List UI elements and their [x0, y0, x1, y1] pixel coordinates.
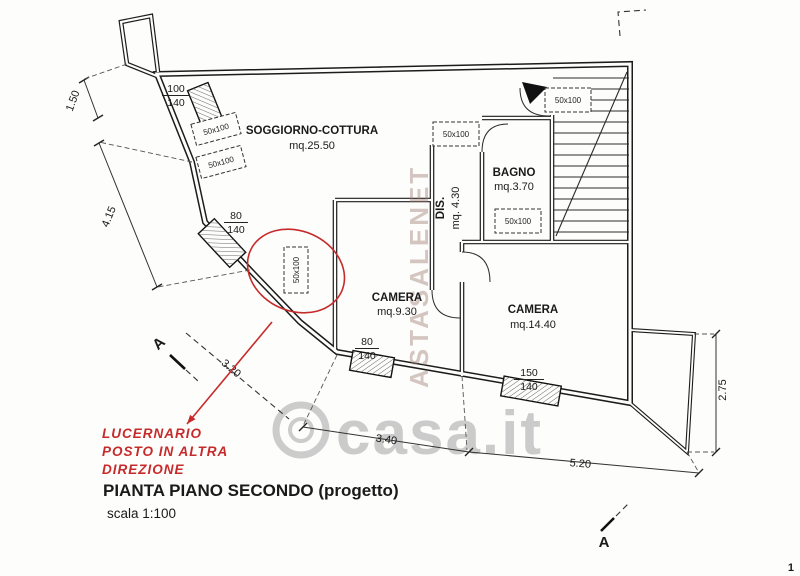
window-block-80x140-left	[197, 217, 247, 269]
window-label-150-140: 150 140	[514, 367, 544, 393]
stairs-diagonal	[555, 71, 628, 237]
dim-label-5-20: 5.20	[569, 457, 591, 471]
section-dashed-line-3-20	[185, 332, 290, 420]
window-height: 140	[520, 381, 538, 393]
dim-label-1-50: 1.50	[64, 89, 83, 113]
room-label-bagno: BAGNO	[493, 167, 536, 179]
top-left-stub-inner	[119, 14, 160, 78]
window-width: 80	[361, 336, 373, 348]
room-label-camera1: CAMERA	[372, 292, 422, 304]
window-label-100-140: 100 140	[162, 83, 190, 109]
red-annotation: LUCERNARIO POSTO IN ALTRA DIREZIONE	[102, 228, 346, 477]
casa-logo-inner-circle-icon	[288, 417, 314, 443]
room-area-dis: mq. 4.30	[450, 187, 462, 230]
casa-logo-circle-icon	[272, 401, 330, 459]
watermark-casa: casa.it	[272, 399, 543, 468]
room-area-soggiorno: mq.25.50	[289, 140, 335, 152]
red-arrow-line	[186, 321, 273, 425]
annotation-line1: LUCERNARIO	[102, 426, 202, 441]
skylight-label: 50x100	[555, 96, 582, 105]
dim-label-2-75: 2.75	[717, 379, 729, 400]
window-block-80x140-bottom	[348, 349, 396, 379]
skylight-bagno: 50x100	[494, 208, 542, 234]
skylight-soggiorno-2: 50x100	[195, 144, 247, 180]
exterior-wall-inner	[154, 62, 632, 405]
room-label-dis: DIS.	[435, 197, 447, 219]
room-area-bagno: mq.3.70	[494, 181, 534, 193]
entrance-arrow-icon	[522, 82, 547, 104]
skylight-soggiorno-1: 50x100	[190, 111, 242, 147]
skylight-label: 50x100	[292, 256, 301, 283]
window-block-150x140	[499, 375, 563, 407]
skylight-stairs: 50x100	[544, 87, 592, 113]
red-circle-around-skylight	[246, 228, 346, 314]
window-width: 100	[167, 83, 185, 95]
dimension-ticks	[78, 76, 721, 478]
dim-label-4-15: 4.15	[100, 205, 119, 229]
section-letter-a2: A	[599, 534, 610, 551]
skylight-dis: 50x100	[432, 121, 480, 147]
dimension-lines	[83, 79, 717, 474]
terrace-outline	[629, 328, 697, 457]
extension-lines	[83, 63, 714, 472]
window-label-80-140-bottom: 80 140	[355, 336, 379, 362]
room-label-camera2: CAMERA	[508, 304, 558, 316]
room-area-camera2: mq.14.40	[510, 319, 556, 331]
window-height: 140	[358, 350, 376, 362]
window-height: 140	[167, 97, 185, 109]
interior-walls-inner	[333, 115, 630, 376]
terrace-outline-inner	[629, 329, 695, 454]
section-marker-a-left: A	[149, 334, 199, 382]
annotation-line3: DIREZIONE	[102, 462, 185, 477]
plan-scale: scala 1:100	[107, 506, 176, 521]
section-letter-a1: A	[149, 334, 169, 354]
section-marker-a-bottom: A	[599, 502, 630, 551]
window-label-80-140-left: 80 140	[224, 210, 248, 236]
window-width: 150	[520, 367, 538, 379]
skylight-label: 50x100	[505, 217, 532, 226]
dim-label-3-40: 3.40	[375, 433, 398, 448]
skylight-circled: 50x100	[283, 246, 309, 294]
page-number: 1	[788, 562, 794, 574]
watermark-casa-text: casa.it	[336, 399, 543, 468]
door-arcs	[431, 87, 550, 319]
room-label-soggiorno: SOGGIORNO-COTTURA	[246, 125, 378, 137]
annotation-line2: POSTO IN ALTRA	[102, 444, 228, 459]
section-tick-left	[169, 354, 186, 370]
plan-title: PIANTA PIANO SECONDO (progetto)	[103, 481, 399, 500]
section-dash-left	[185, 369, 199, 382]
section-dash-bottom	[615, 502, 630, 517]
top-right-dashed-corner	[617, 9, 647, 37]
watermark-asta-text: ASTASALENET	[404, 165, 434, 388]
section-tick-bottom	[600, 517, 615, 532]
skylight-label: 50x100	[443, 130, 470, 139]
window-height: 140	[227, 224, 245, 236]
window-width: 80	[230, 210, 242, 222]
red-arrowhead-icon	[187, 414, 196, 424]
room-area-camera1: mq.9.30	[377, 306, 417, 318]
